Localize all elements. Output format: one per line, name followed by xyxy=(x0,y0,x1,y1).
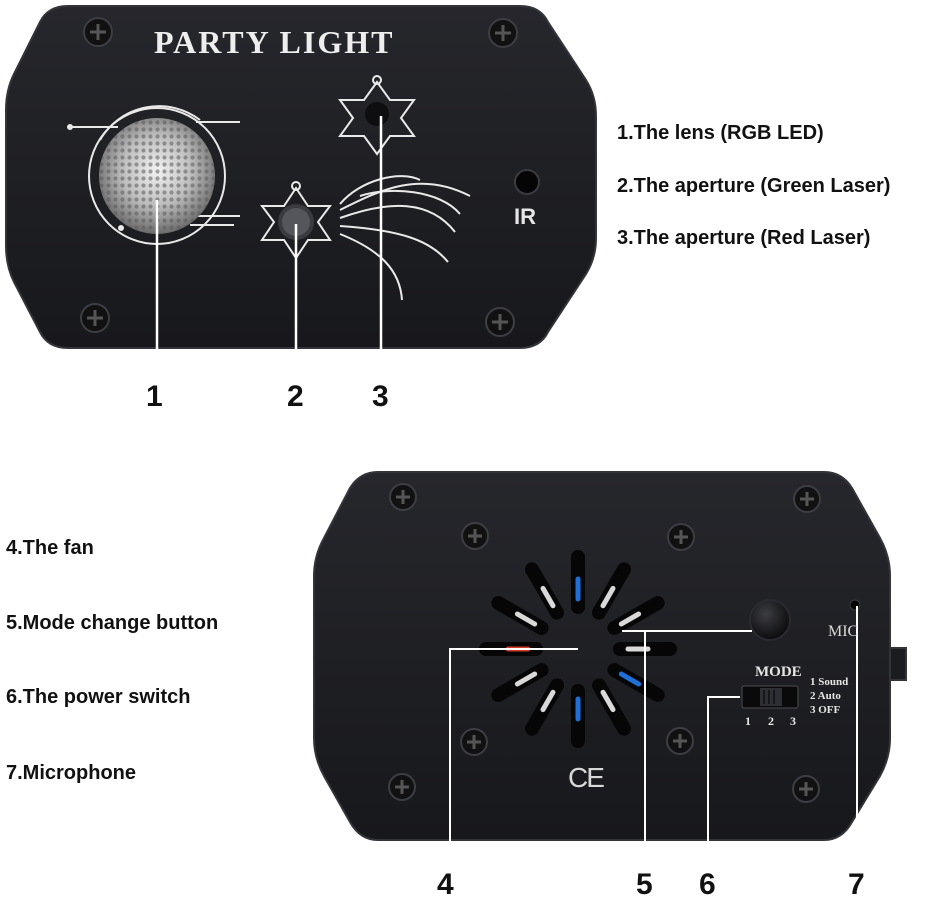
fan-blade xyxy=(600,689,616,713)
fan-blade xyxy=(600,585,616,609)
fan-blade xyxy=(618,611,642,627)
fan-blade xyxy=(540,689,556,713)
screw-icon xyxy=(80,303,110,333)
mode-label: MODE xyxy=(755,664,802,680)
green-laser-aperture xyxy=(260,181,332,260)
screw-icon xyxy=(792,775,820,803)
callout-number-4: 4 xyxy=(437,868,454,901)
mode-option-sound: 1 Sound xyxy=(810,676,849,688)
ir-sensor xyxy=(514,169,540,195)
callout-lines-front xyxy=(155,116,383,372)
rgb-lens xyxy=(67,105,240,245)
callout-text-1: 1.The lens (RGB LED) xyxy=(617,122,824,144)
screw-icon xyxy=(388,773,416,801)
switch-position-2: 2 xyxy=(768,714,774,728)
screw-icon xyxy=(488,18,518,48)
screw-icon xyxy=(485,307,515,337)
back-panel xyxy=(313,471,907,841)
callout-text-6: 6.The power switch xyxy=(6,686,191,708)
fan-blade xyxy=(514,611,538,627)
ce-mark: CE xyxy=(568,762,605,793)
screw-icon xyxy=(460,728,488,756)
callout-number-1: 1 xyxy=(146,380,163,413)
ir-label: IR xyxy=(514,204,536,229)
callout-lines-back xyxy=(449,606,858,864)
mode-option-off: 3 OFF xyxy=(810,704,841,716)
device-title: PARTY LIGHT xyxy=(154,24,395,60)
screw-icon xyxy=(793,485,821,513)
callout-number-3: 3 xyxy=(372,380,389,413)
power-switch xyxy=(741,685,799,709)
fan-blade xyxy=(514,671,538,687)
callout-text-2: 2.The aperture (Green Laser) xyxy=(617,175,891,197)
flame-decoration xyxy=(339,175,471,301)
mic-label: MIC xyxy=(828,623,859,640)
screw-icon xyxy=(83,17,113,47)
callout-text-5: 5.Mode change button xyxy=(6,612,219,634)
switch-position-1: 1 xyxy=(745,714,751,728)
microphone-hole xyxy=(849,599,861,611)
mode-change-button xyxy=(749,599,791,641)
switch-position-3: 3 xyxy=(790,714,796,728)
mode-option-auto: 2 Auto xyxy=(810,690,841,702)
front-panel xyxy=(5,5,597,349)
screw-icon xyxy=(666,727,694,755)
callout-text-7: 7.Microphone xyxy=(6,762,137,784)
callout-text-4: 4.The fan xyxy=(6,537,94,559)
callout-number-6: 6 xyxy=(699,868,716,901)
callout-text-3: 3.The aperture (Red Laser) xyxy=(617,227,871,249)
screw-icon xyxy=(389,483,417,511)
fan-blade xyxy=(540,585,556,609)
screw-icon xyxy=(461,522,489,550)
red-laser-aperture xyxy=(338,75,416,156)
screw-icon xyxy=(667,523,695,551)
callout-number-2: 2 xyxy=(287,380,304,413)
callout-number-5: 5 xyxy=(636,868,653,901)
fan-blade xyxy=(618,671,642,687)
callout-number-7: 7 xyxy=(848,868,865,901)
